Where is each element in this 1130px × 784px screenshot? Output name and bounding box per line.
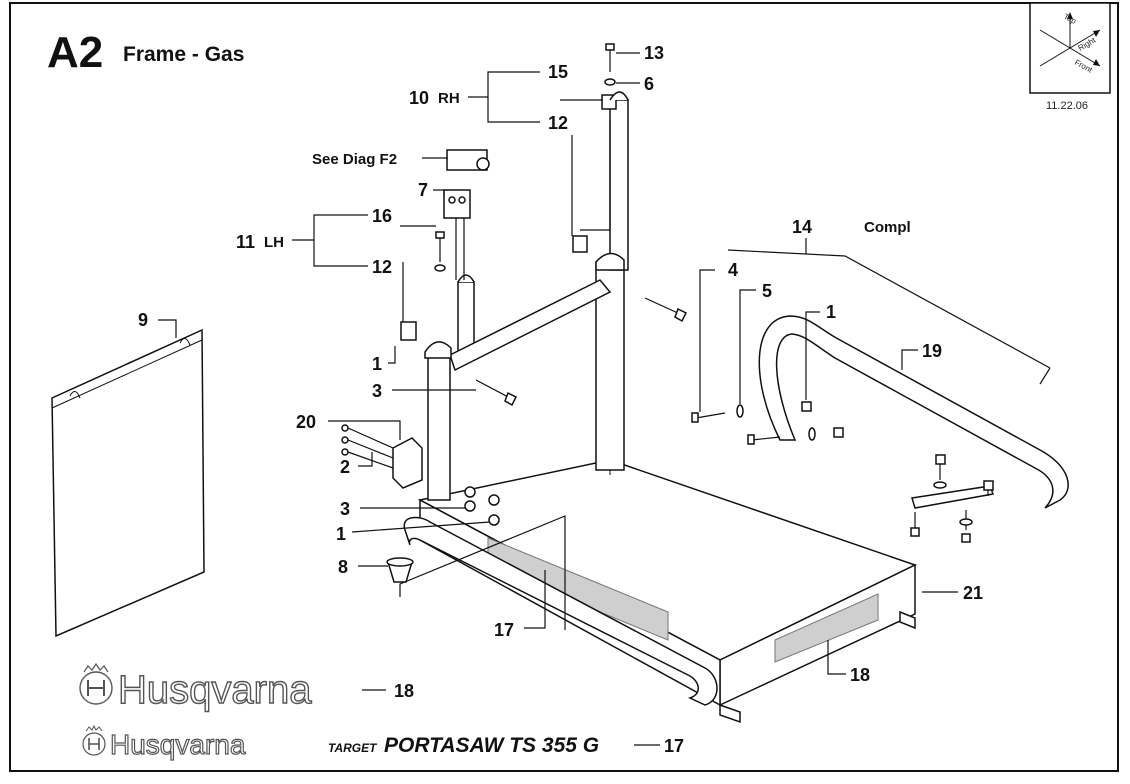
callout-4: 4 xyxy=(728,260,738,280)
target-label: TARGET xyxy=(328,741,378,755)
callout-16: 16 xyxy=(372,206,392,226)
callout-1-lower: 1 xyxy=(336,524,346,544)
side-bracket xyxy=(910,454,995,543)
part-9-cover xyxy=(51,328,205,638)
model-label: PORTASAW TS 355 G xyxy=(384,734,599,757)
bolt-13 xyxy=(604,43,616,86)
decal-18-side xyxy=(774,593,879,663)
callout-2: 2 xyxy=(340,457,350,477)
callout-11-side: LH xyxy=(264,234,284,251)
callout-1-left: 1 xyxy=(372,354,382,374)
callout-13: 13 xyxy=(644,43,664,63)
callout-21: 21 xyxy=(963,583,983,603)
brand-large-text: Husqvarna xyxy=(118,668,312,712)
handle-hardware xyxy=(691,401,844,445)
callout-8: 8 xyxy=(338,557,348,577)
callout-10-side: RH xyxy=(438,90,460,107)
callout-3-lower: 3 xyxy=(340,499,350,519)
callout-17: 17 xyxy=(494,620,514,640)
callout-11: 11 xyxy=(236,232,255,252)
brand-logo-large: Husqvarna xyxy=(79,662,313,713)
front-bumper xyxy=(403,516,718,706)
callout-19: 19 xyxy=(922,341,942,361)
callout-17-bottom: 17 xyxy=(664,736,684,756)
callout-14: 14 xyxy=(792,217,812,237)
brand-small-text: Husqvarna xyxy=(110,729,246,760)
callout-18-right: 18 xyxy=(850,665,870,685)
bolt-16 xyxy=(434,231,446,272)
callout-18-logo: 18 xyxy=(394,681,414,701)
part-19-handle xyxy=(758,315,1069,509)
callout-10: 10 xyxy=(409,88,429,108)
callout-compl: Compl xyxy=(864,219,911,236)
nuts-cluster xyxy=(464,486,500,526)
callout-7: 7 xyxy=(418,180,428,200)
callout-5: 5 xyxy=(762,281,772,301)
diagram-code: A2 xyxy=(47,28,103,77)
frame-uprights xyxy=(400,91,688,501)
see-diag-f2: See Diag F2 xyxy=(312,151,397,168)
part-7-bracket xyxy=(443,149,490,280)
callout-3-upper: 3 xyxy=(372,381,382,401)
callout-20: 20 xyxy=(296,412,316,432)
callout-6: 6 xyxy=(644,74,654,94)
diagram-title: Frame - Gas xyxy=(123,43,244,66)
callout-1-handle: 1 xyxy=(826,302,836,322)
leader-lines xyxy=(158,52,1051,746)
callout-9: 9 xyxy=(138,310,148,330)
callout-15: 15 xyxy=(548,62,568,82)
callout-12-lower: 12 xyxy=(372,257,392,277)
brand-logo-small: Husqvarna xyxy=(82,724,246,761)
callout-12-upper: 12 xyxy=(548,113,568,133)
orientation-compass: Top Right Front xyxy=(1029,2,1111,94)
diagram-date: 11.22.06 xyxy=(1046,100,1088,112)
part-20-block xyxy=(341,424,423,489)
part-8-foot xyxy=(386,557,414,583)
